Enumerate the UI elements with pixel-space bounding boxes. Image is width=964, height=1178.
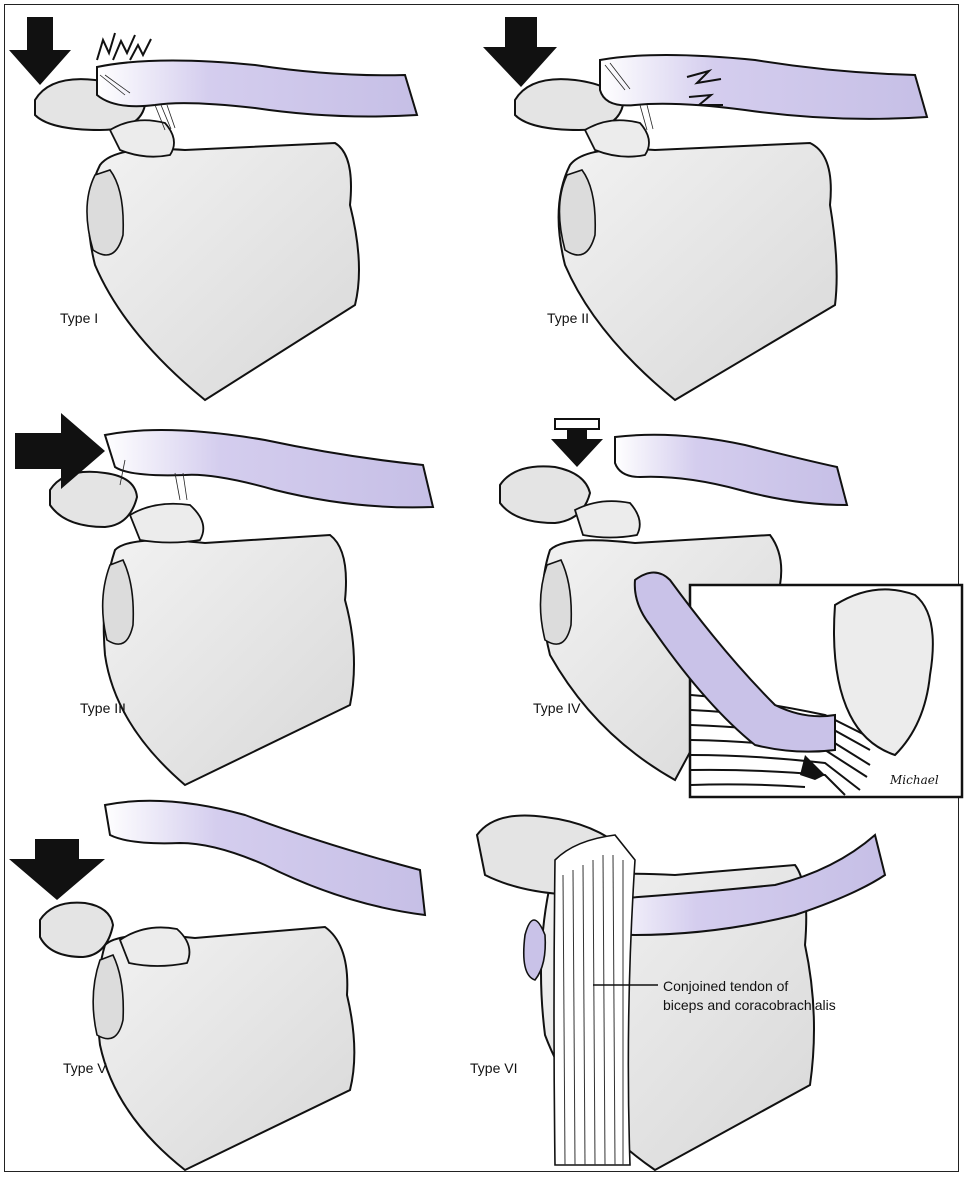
coracoid-shape [575,501,640,537]
callout-line-1: Conjoined tendon of [663,977,836,996]
type-label-1: Type I [60,310,98,326]
type-1-illustration [5,5,475,405]
force-arrow [483,17,557,87]
type-label-6: Type VI [470,1060,517,1076]
type-label-5: Type V [63,1060,107,1076]
type-2-illustration [475,5,955,405]
clavicle-shape [600,55,927,119]
type-3-illustration [5,405,475,795]
arrow-tail-box [555,419,599,429]
artist-signature: Michael [890,773,939,787]
scapula-shape [89,143,359,400]
type-4-illustration [475,405,955,795]
clavicle-shape [105,430,433,507]
coracoid-shape [120,927,189,966]
force-arrow [9,17,71,85]
coracoid-shape [110,120,174,156]
panel-type-4: Type IV Michael [475,405,955,795]
callout-line-2: biceps and coracobrachialis [663,996,836,1015]
clavicle-shape [105,801,425,915]
scapula-shape [104,535,354,785]
type-label-4: Type IV [533,700,580,716]
figure-frame: Type I Type II [4,4,959,1172]
panel-type-1: Type I [5,5,475,405]
tendon-callout: Conjoined tendon of biceps and coracobra… [663,977,836,1015]
type-5-illustration [5,795,475,1175]
glenoid-shape [540,560,571,644]
conjoined-tendon [554,835,635,1165]
coracoid-shape [130,504,203,543]
clavicle-shape [615,435,847,505]
acromion-shape [40,903,113,957]
type-label-2: Type II [547,310,589,326]
type-label-3: Type III [80,700,126,716]
panel-type-5: Type V [5,795,475,1175]
panel-type-3: Type III [5,405,475,795]
panel-type-6: Conjoined tendon of biceps and coracobra… [475,795,955,1175]
glenoid-shape [103,560,134,644]
pain-marks [97,33,151,60]
force-arrow [9,839,105,900]
panel-type-2: Type II [475,5,955,405]
scapula-shape [559,143,837,400]
